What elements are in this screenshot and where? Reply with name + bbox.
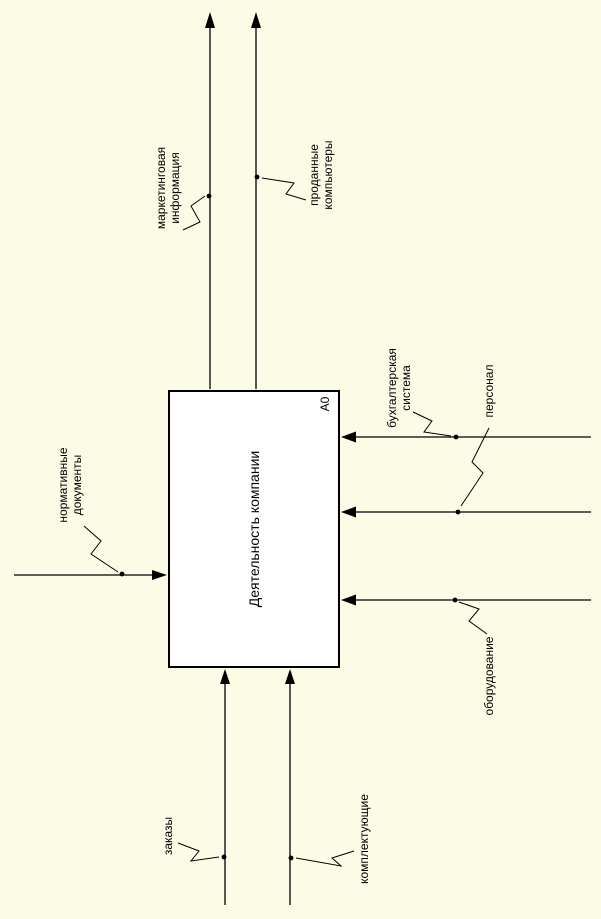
label-components[interactable]: комплектующие	[357, 794, 371, 884]
input-arrow-orders[interactable]	[220, 669, 230, 905]
arrowhead-left-icon	[341, 431, 356, 443]
arrowhead-up-icon	[285, 669, 295, 684]
mechanism-arrow-equipment[interactable]	[341, 594, 591, 606]
label-marketing-info[interactable]: маркетинговая информация	[154, 146, 182, 230]
activity-box[interactable]: Деятельность компании A0	[168, 390, 340, 668]
arrowhead-right-icon	[152, 570, 167, 580]
squiggle-sold-computers	[254, 174, 307, 201]
arrowhead-left-icon	[341, 506, 356, 518]
arrowhead-up-icon	[205, 12, 215, 28]
arrowhead-up-icon	[220, 669, 230, 684]
squiggle-normative-documents	[83, 525, 125, 577]
mechanism-arrow-personnel[interactable]	[341, 506, 591, 518]
label-accounting-system[interactable]: бухгалтерская система	[385, 348, 413, 428]
squiggle-personnel	[455, 427, 490, 515]
label-normative-documents[interactable]: нормативные документы	[56, 447, 84, 523]
squiggle-components	[288, 850, 355, 867]
arrowhead-up-icon	[251, 12, 261, 28]
label-sold-computers[interactable]: проданные компьютеры	[307, 140, 335, 210]
squiggle-orders	[177, 842, 227, 862]
arrowhead-left-icon	[341, 594, 356, 606]
input-arrow-components[interactable]	[285, 669, 295, 905]
output-arrow-sold-computers[interactable]	[251, 12, 261, 389]
mechanism-arrow-accounting-system[interactable]	[341, 431, 591, 443]
squiggle-accounting-system	[412, 411, 459, 440]
label-equipment[interactable]: оборудование	[482, 636, 496, 716]
control-arrow-normative-documents[interactable]	[14, 570, 167, 580]
label-orders[interactable]: заказы	[161, 816, 175, 856]
label-personnel[interactable]: персонал	[482, 364, 496, 418]
squiggle-equipment	[452, 597, 488, 635]
squiggle-marketing-info	[182, 193, 212, 231]
output-arrow-marketing-info[interactable]	[205, 12, 215, 389]
